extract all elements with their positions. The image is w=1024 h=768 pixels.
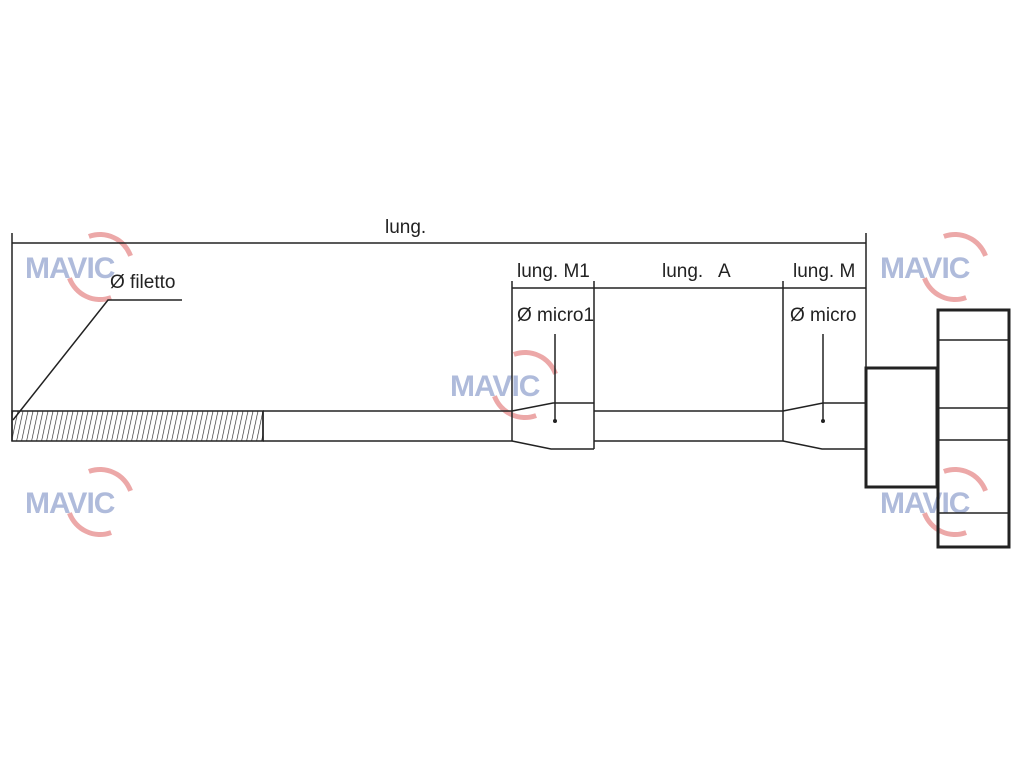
micro1-diameter-label: Ø micro1 [517, 305, 595, 326]
overall-length-label: lung. [385, 217, 427, 238]
m1-section-top [511, 402, 594, 412]
length-m-label: lung. M [793, 261, 856, 282]
m-section-bottom [782, 440, 866, 450]
m-section-top [782, 402, 866, 412]
length-a-label: lung. A [662, 261, 731, 282]
length-m1-label: lung. M1 [517, 261, 590, 282]
mavic-watermark: MAVIC [880, 220, 1010, 314]
mavic-watermark: MAVIC [450, 338, 580, 432]
thread-diameter-label: Ø filetto [110, 272, 176, 293]
thread-leader [12, 299, 182, 421]
m1-section-bottom [511, 440, 594, 450]
micro-diameter-label: Ø micro [790, 305, 857, 326]
spoke-head [864, 308, 1011, 549]
mavic-watermark: MAVIC [25, 455, 155, 549]
mavic-watermark: MAVIC [25, 220, 155, 314]
mavic-watermark: MAVIC [880, 455, 1010, 549]
threaded-section [11, 410, 264, 442]
